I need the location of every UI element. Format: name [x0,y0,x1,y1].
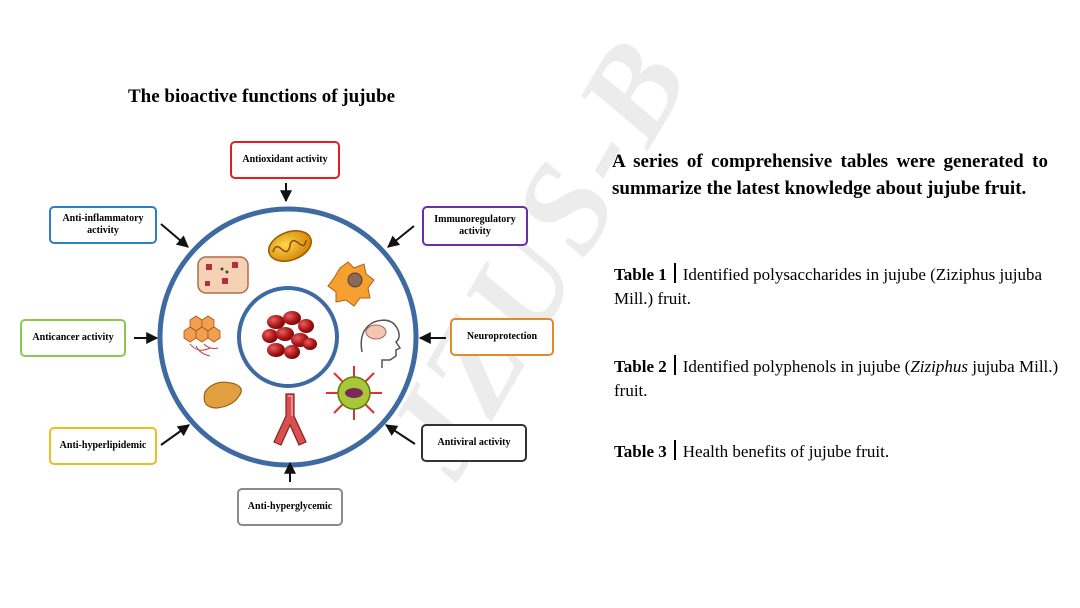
separator [673,355,676,375]
table-description-end: jujuba Mill.) fruit. [614,357,1059,400]
jujube-diagram [134,183,446,482]
separator [673,440,676,460]
table-label: Table 3 [614,442,667,461]
table-description-italic: Ziziphus [910,357,968,376]
cell-icon [197,256,249,294]
function-box-neuroprotection: Neuroprotection [450,318,554,356]
table-description: Identified polyphenols in jujube ( [682,357,911,376]
table-label: Table 2 [614,357,667,376]
table-3-caption: Table 3 Health benefits of jujube fruit. [614,440,1074,464]
brain-head-icon [360,319,402,368]
immune-cell-icon [327,261,375,307]
blood-vessel-icon [273,393,307,446]
jujube-fruit-icon [262,311,317,359]
function-box-antioxidant: Antioxidant activity [230,141,340,179]
table-description: Identified polysaccharides in jujube (Zi… [614,265,1043,308]
function-box-antihyperlipidemic: Anti-hyperlipidemic [49,427,157,465]
function-box-antiviral: Antiviral activity [421,424,527,462]
separator [673,263,676,283]
mitochondrion-icon [268,230,312,262]
table-2-caption: Table 2 Identified polyphenols in jujube … [614,355,1074,403]
function-box-immunoregulatory: Immunoregulatory activity [422,206,528,246]
function-box-antihyperglycemic: Anti-hyperglycemic [237,488,343,526]
table-label: Table 1 [614,265,667,284]
figure-title: The bioactive functions of jujube [128,86,396,107]
summary-text: A series of comprehensive tables were ge… [612,151,1048,199]
cancer-cells-icon [183,315,221,357]
function-box-antiinflammatory: Anti-inflammatory activity [49,206,157,244]
table-description: Health benefits of jujube fruit. [682,442,890,461]
arrows [134,183,446,482]
liver-icon [203,381,242,409]
function-box-anticancer: Anticancer activity [20,319,126,357]
virus-icon [326,366,382,420]
